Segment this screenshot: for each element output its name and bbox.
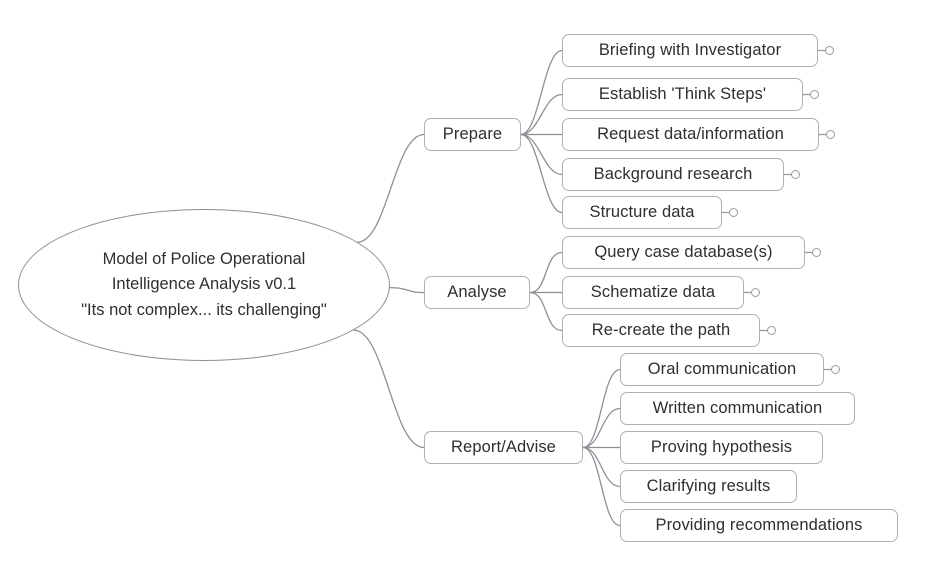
node-label: Background research	[593, 165, 753, 184]
collapse-handle-icon[interactable]	[825, 46, 834, 55]
child-node-schematize-data[interactable]: Schematize data	[562, 276, 744, 309]
node-label: Briefing with Investigator	[598, 41, 782, 60]
edge-branch-2-child-1	[582, 407, 621, 449]
edge-branch-2-child-0	[582, 368, 621, 449]
child-node-query-case-database-s[interactable]: Query case database(s)	[562, 236, 805, 269]
node-label: Request data/information	[597, 125, 784, 144]
collapse-handle-icon[interactable]	[751, 288, 760, 297]
collapse-handle-icon[interactable]	[729, 208, 738, 217]
edge-branch-0-child-4	[520, 133, 563, 214]
root-node[interactable]: Model of Police Operational Intelligence…	[18, 209, 390, 361]
node-label: Providing recommendations	[655, 516, 863, 535]
edge-branch-1-child-2	[529, 291, 563, 332]
node-label: Report/Advise	[451, 438, 556, 457]
node-label: Analyse	[447, 283, 507, 302]
node-label: Oral communication	[647, 360, 797, 379]
node-label: Query case database(s)	[594, 243, 773, 262]
edge-root-to-branch-2	[353, 329, 425, 449]
child-node-background-research[interactable]: Background research	[562, 158, 784, 191]
child-node-written-communication[interactable]: Written communication	[620, 392, 855, 425]
edge-branch-0-child-0	[520, 49, 563, 136]
node-label: Re-create the path	[591, 321, 731, 340]
child-node-request-data-information[interactable]: Request data/information	[562, 118, 819, 151]
edge-branch-1-child-0	[529, 251, 563, 294]
edge-branch-0-child-3	[520, 133, 563, 176]
node-label: Establish 'Think Steps'	[598, 85, 767, 104]
node-label: Written communication	[652, 399, 823, 418]
edge-root-to-branch-1	[389, 286, 425, 294]
edge-branch-2-child-3	[582, 446, 621, 488]
branch-node-analyse[interactable]: Analyse	[424, 276, 530, 309]
node-label: Clarifying results	[646, 477, 771, 496]
root-line-1: Model of Police Operational	[102, 249, 306, 268]
child-node-establish-think-steps[interactable]: Establish 'Think Steps'	[562, 78, 803, 111]
branch-node-prepare[interactable]: Prepare	[424, 118, 521, 151]
collapse-handle-icon[interactable]	[767, 326, 776, 335]
child-node-briefing-with-investigator[interactable]: Briefing with Investigator	[562, 34, 818, 67]
root-line-3: "Its not complex... its challenging"	[81, 300, 327, 319]
collapse-handle-icon[interactable]	[831, 365, 840, 374]
child-node-structure-data[interactable]: Structure data	[562, 196, 722, 229]
child-node-proving-hypothesis[interactable]: Proving hypothesis	[620, 431, 823, 464]
child-node-re-create-the-path[interactable]: Re-create the path	[562, 314, 760, 347]
node-label: Schematize data	[590, 283, 716, 302]
edge-branch-2-child-4	[582, 446, 621, 527]
edge-branch-0-child-1	[520, 93, 563, 136]
branch-node-report-advise[interactable]: Report/Advise	[424, 431, 583, 464]
node-label: Prepare	[442, 125, 503, 144]
node-label: Proving hypothesis	[650, 438, 793, 457]
collapse-handle-icon[interactable]	[810, 90, 819, 99]
child-node-oral-communication[interactable]: Oral communication	[620, 353, 824, 386]
child-node-clarifying-results[interactable]: Clarifying results	[620, 470, 797, 503]
collapse-handle-icon[interactable]	[791, 170, 800, 179]
collapse-handle-icon[interactable]	[826, 130, 835, 139]
edge-root-to-branch-0	[357, 133, 425, 243]
root-line-2: Intelligence Analysis v0.1	[111, 275, 297, 294]
child-node-providing-recommendations[interactable]: Providing recommendations	[620, 509, 898, 542]
collapse-handle-icon[interactable]	[812, 248, 821, 257]
node-label: Structure data	[589, 203, 695, 222]
